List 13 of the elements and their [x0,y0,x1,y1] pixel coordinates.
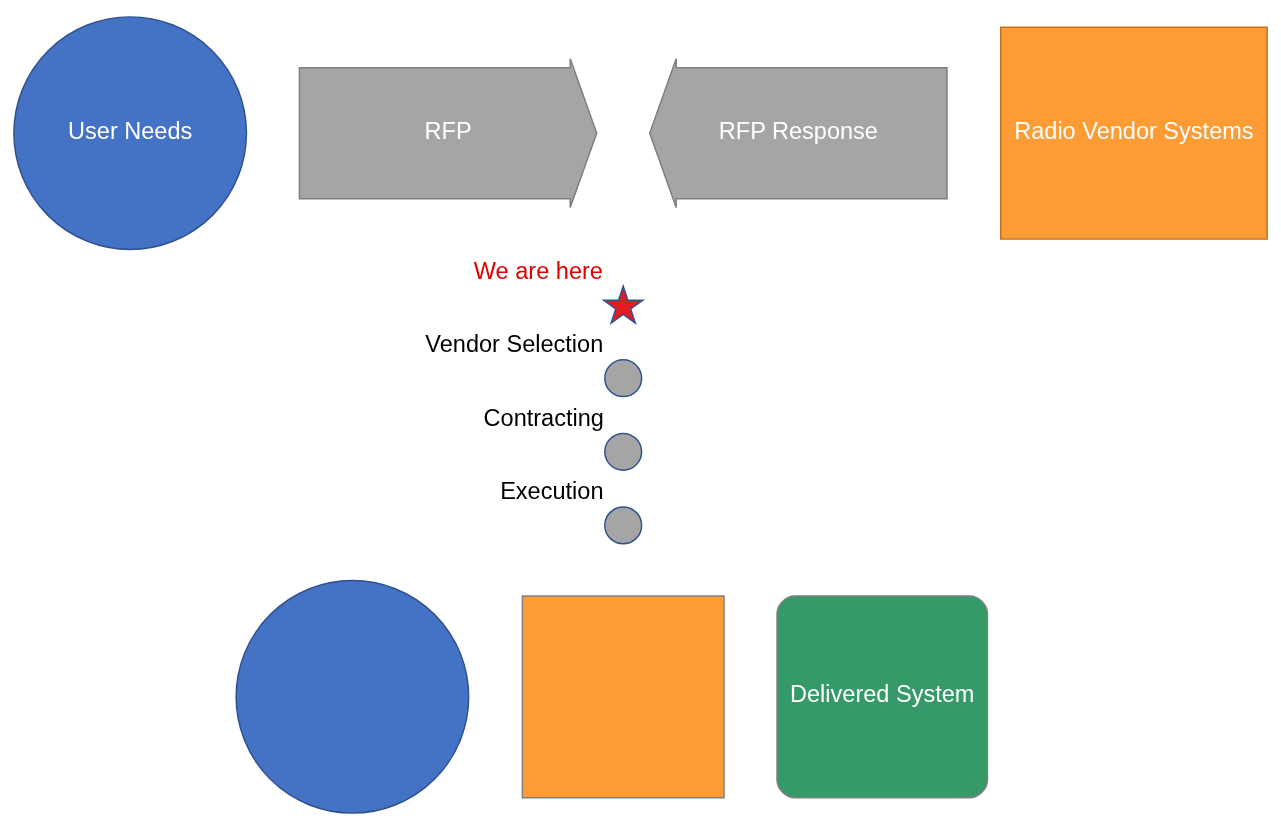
node-label: We are here [473,257,603,284]
node-circle [604,359,643,398]
node-circle [604,506,643,545]
node-box [521,595,725,799]
node-circle: User Needs [13,16,248,251]
node-box: Radio Vendor Systems [999,26,1268,240]
node-circle [235,579,470,814]
node-circle [604,432,643,471]
node-label: Execution [500,478,604,505]
node-label: Vendor Selection [425,331,604,358]
node-star [601,283,646,325]
node-box: Delivered System [776,595,989,799]
node-label: Contracting [483,404,604,431]
